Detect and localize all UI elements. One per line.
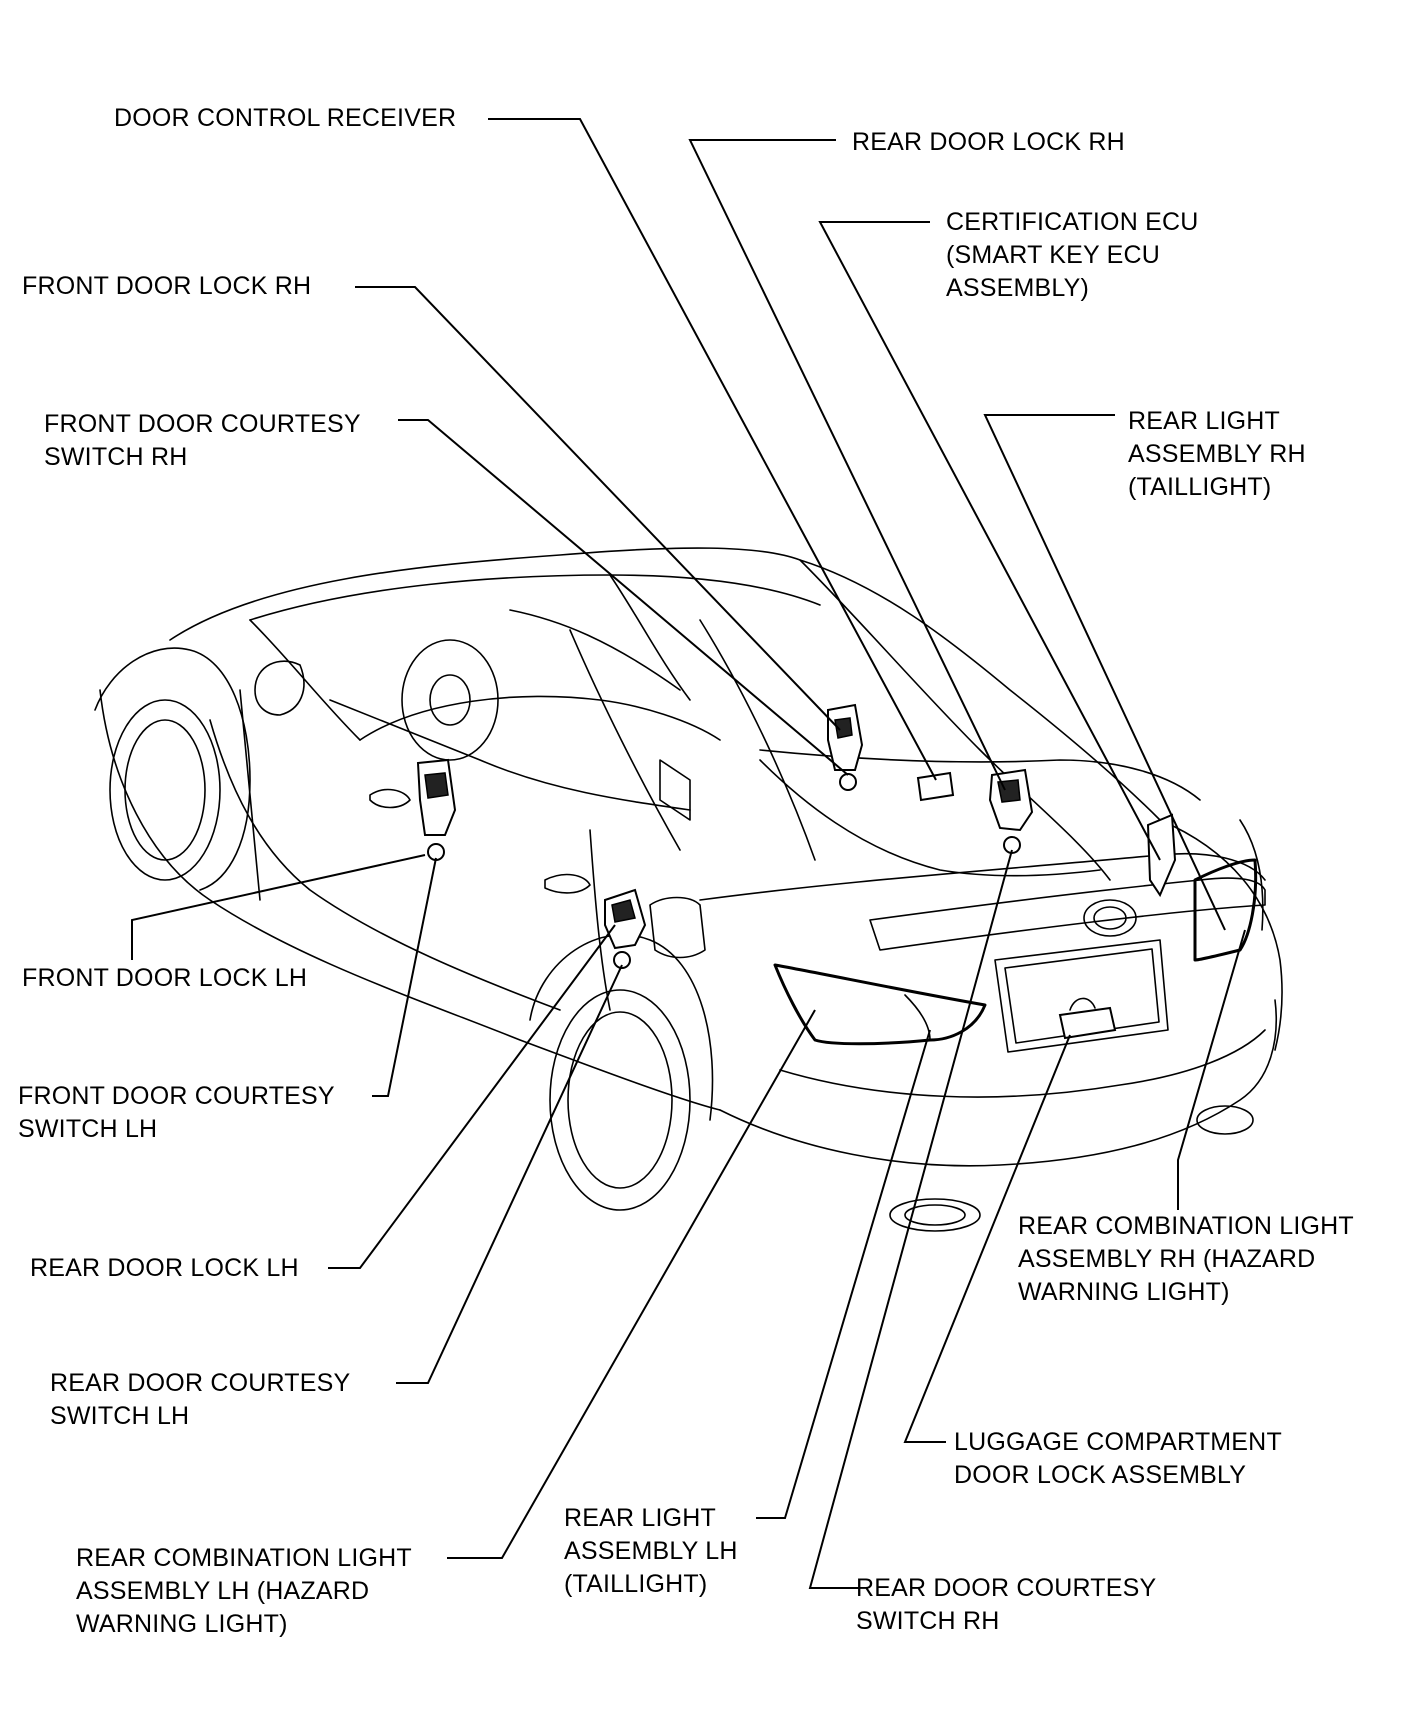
door-control-receiver-part: [916, 771, 955, 802]
leader-certification-ecu: [818, 221, 1161, 861]
leader-front-door-courtesy-switch-rh: [398, 419, 849, 776]
leader-luggage-compartment-door-lock: [903, 1034, 1071, 1443]
leader-rear-combination-light-rh: [1177, 929, 1246, 1210]
label-front-door-lock-lh: FRONT DOOR LOCK LH: [22, 964, 308, 992]
leader-rear-combination-light-lh: [447, 1009, 816, 1559]
front-door-lock-lh-part: [416, 758, 457, 836]
label-rear-light-assembly-lh: REAR LIGHT ASSEMBLY LH (TAILLIGHT): [564, 1504, 738, 1598]
label-rear-door-courtesy-switch-lh: REAR DOOR COURTESY SWITCH LH: [50, 1369, 351, 1430]
rear-door-courtesy-switch-lh-part: [613, 951, 631, 969]
leader-rear-door-courtesy-switch-lh: [396, 964, 623, 1384]
front-door-courtesy-switch-lh-part: [427, 843, 445, 861]
label-luggage-compartment-door-lock: LUGGAGE COMPARTMENT DOOR LOCK ASSEMBLY: [954, 1428, 1282, 1489]
label-front-door-lock-rh: FRONT DOOR LOCK RH: [22, 272, 312, 300]
label-front-door-courtesy-switch-rh: FRONT DOOR COURTESY SWITCH RH: [44, 410, 361, 471]
leader-rear-light-rh: [983, 414, 1226, 931]
label-certification-ecu: CERTIFICATION ECU (SMART KEY ECU ASSEMBL…: [946, 208, 1199, 302]
component-parts: [416, 703, 1177, 1040]
leader-rear-door-lock-lh: [328, 924, 616, 1269]
leader-front-door-lock-rh: [355, 286, 841, 731]
front-door-lock-rh-part: [827, 703, 864, 771]
luggage-compartment-door-lock-part: [1058, 1006, 1117, 1040]
leader-rear-door-lock-rh: [688, 139, 1006, 791]
label-door-control-receiver: DOOR CONTROL RECEIVER: [114, 104, 457, 132]
label-rear-combination-light-rh: REAR COMBINATION LIGHT ASSEMBLY RH (HAZA…: [1018, 1212, 1354, 1306]
label-rear-door-lock-lh: REAR DOOR LOCK LH: [30, 1254, 299, 1282]
leader-lines: [131, 118, 1246, 1589]
leader-front-door-courtesy-switch-lh: [372, 857, 437, 1097]
leader-front-door-lock-lh: [131, 854, 426, 960]
leader-rear-light-lh: [756, 1029, 931, 1519]
label-rear-light-assembly-rh: REAR LIGHT ASSEMBLY RH (TAILLIGHT): [1128, 407, 1306, 501]
leader-rear-door-courtesy-switch-rh: [808, 849, 1013, 1589]
leader-door-control-receiver: [488, 118, 937, 781]
label-rear-door-courtesy-switch-rh: REAR DOOR COURTESY SWITCH RH: [856, 1574, 1157, 1635]
rear-light-rh-part: [1146, 813, 1177, 898]
label-front-door-courtesy-switch-lh: FRONT DOOR COURTESY SWITCH LH: [18, 1082, 335, 1143]
front-door-courtesy-switch-rh-part: [839, 773, 857, 791]
label-rear-combination-light-lh: REAR COMBINATION LIGHT ASSEMBLY LH (HAZA…: [76, 1544, 412, 1638]
car-body: [94, 547, 1283, 1232]
label-rear-door-lock-rh: REAR DOOR LOCK RH: [852, 128, 1125, 156]
